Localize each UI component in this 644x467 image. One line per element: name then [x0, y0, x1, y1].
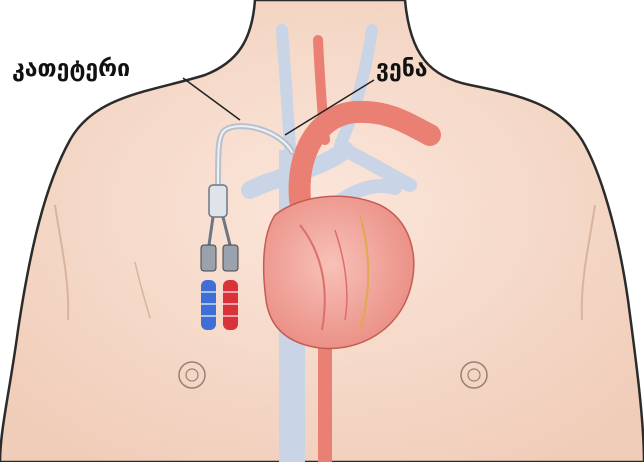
catheter-label: კათეტერი [12, 58, 130, 81]
clamp-right [223, 245, 238, 271]
catheter-hub [209, 185, 227, 217]
clamp-left [201, 245, 216, 271]
vein-label: ვენა [376, 58, 428, 81]
